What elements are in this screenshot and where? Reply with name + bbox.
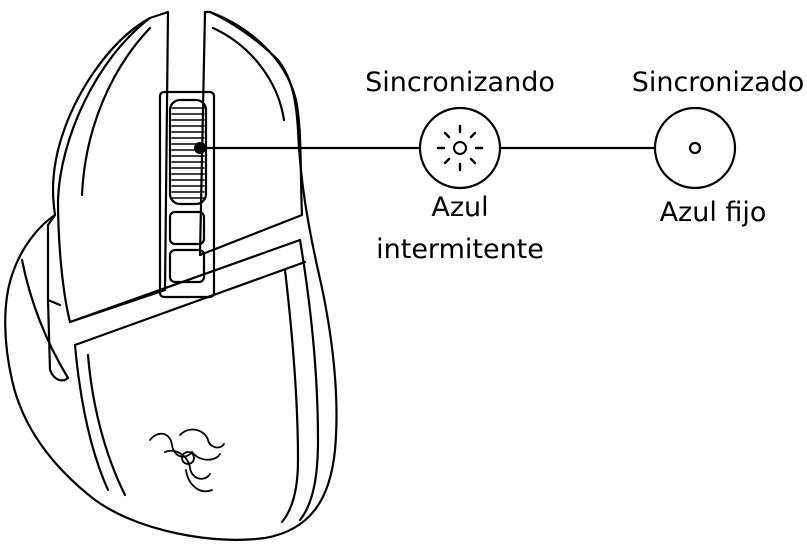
steady-light-icon — [653, 106, 737, 190]
dpi-up-button — [168, 210, 206, 246]
mouse-status-led — [194, 142, 206, 154]
side-button-front — [46, 213, 62, 307]
synced-status-label: Sincronizado — [631, 67, 805, 98]
razer-logo — [149, 428, 225, 493]
dpi-down-button — [168, 248, 206, 284]
syncing-status-label: Sincronizando — [365, 67, 555, 98]
scroll-wheel-housing — [158, 90, 216, 299]
synced-led-label: Azul fijo — [659, 197, 767, 228]
left-mouse-button — [56, 10, 170, 324]
scroll-wheel — [168, 98, 208, 206]
side-button-back — [46, 298, 70, 382]
syncing-led-label-line2: intermitente — [376, 234, 544, 265]
syncing-led-label-line1: Azul — [431, 192, 489, 223]
blinking-light-icon — [418, 106, 502, 190]
right-mouse-button — [198, 10, 304, 257]
mouse-illustration — [4, 10, 338, 541]
